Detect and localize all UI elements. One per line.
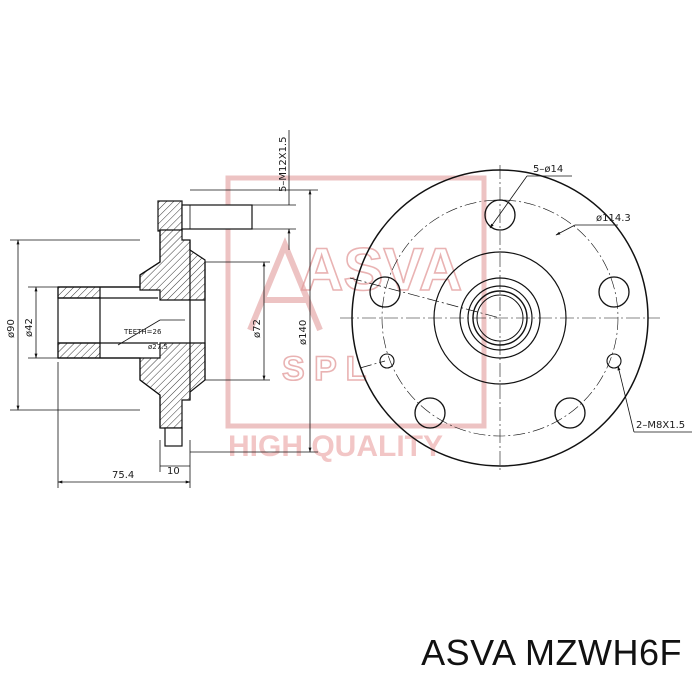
dim-flange-od: ø140 <box>298 320 309 345</box>
dim-spline-dia: ø27.5 <box>148 343 168 351</box>
watermark-brand: ASVA <box>300 236 462 303</box>
side-section-view <box>57 200 253 447</box>
watermark-logo-mark <box>247 237 323 332</box>
tapped-hole <box>606 353 622 369</box>
stud-hole <box>369 276 401 308</box>
tapped-hole <box>379 353 395 369</box>
side-dimensions <box>10 130 318 488</box>
watermark-slogan: HIGH QUALITY <box>228 430 443 463</box>
wheel-stud-shank <box>181 204 253 230</box>
dim-stud-holes: 5–ø14 <box>533 164 563 175</box>
stud-hole <box>554 397 586 429</box>
watermark-sub: S P L <box>282 350 366 388</box>
dim-pilot: ø72 <box>252 319 263 338</box>
front-view <box>340 165 692 470</box>
dim-bore: ø42 <box>24 318 35 337</box>
dim-hub-od: ø90 <box>6 319 17 338</box>
dim-bolt-thread: 5–M12X1.5 <box>278 137 289 192</box>
dim-teeth: TEETH=26 <box>123 328 162 336</box>
flange-outline <box>351 169 649 467</box>
dim-flange-thk: 10 <box>167 466 180 477</box>
part-caption: ASVA MZWH6F <box>421 632 682 673</box>
stud-hole <box>484 199 516 231</box>
dim-length: 75.4 <box>112 470 134 481</box>
dim-tapped-holes: 2–M8X1.5 <box>636 420 685 431</box>
hub-section-lower <box>57 342 206 429</box>
stud-hole <box>414 397 446 429</box>
front-dimension-labels: 5–ø14 ø114.3 2–M8X1.5 <box>533 164 685 431</box>
wheel-stud <box>157 200 183 232</box>
dim-pcd: ø114.3 <box>596 213 631 224</box>
side-dimension-labels: ø90 ø42 TEETH=26 ø27.5 ø72 ø140 5–M12X1.… <box>6 137 309 481</box>
hub-section-upper <box>57 229 206 301</box>
watermark: ASVA S P L HIGH QUALITY <box>225 175 487 463</box>
stud-hole <box>598 276 630 308</box>
